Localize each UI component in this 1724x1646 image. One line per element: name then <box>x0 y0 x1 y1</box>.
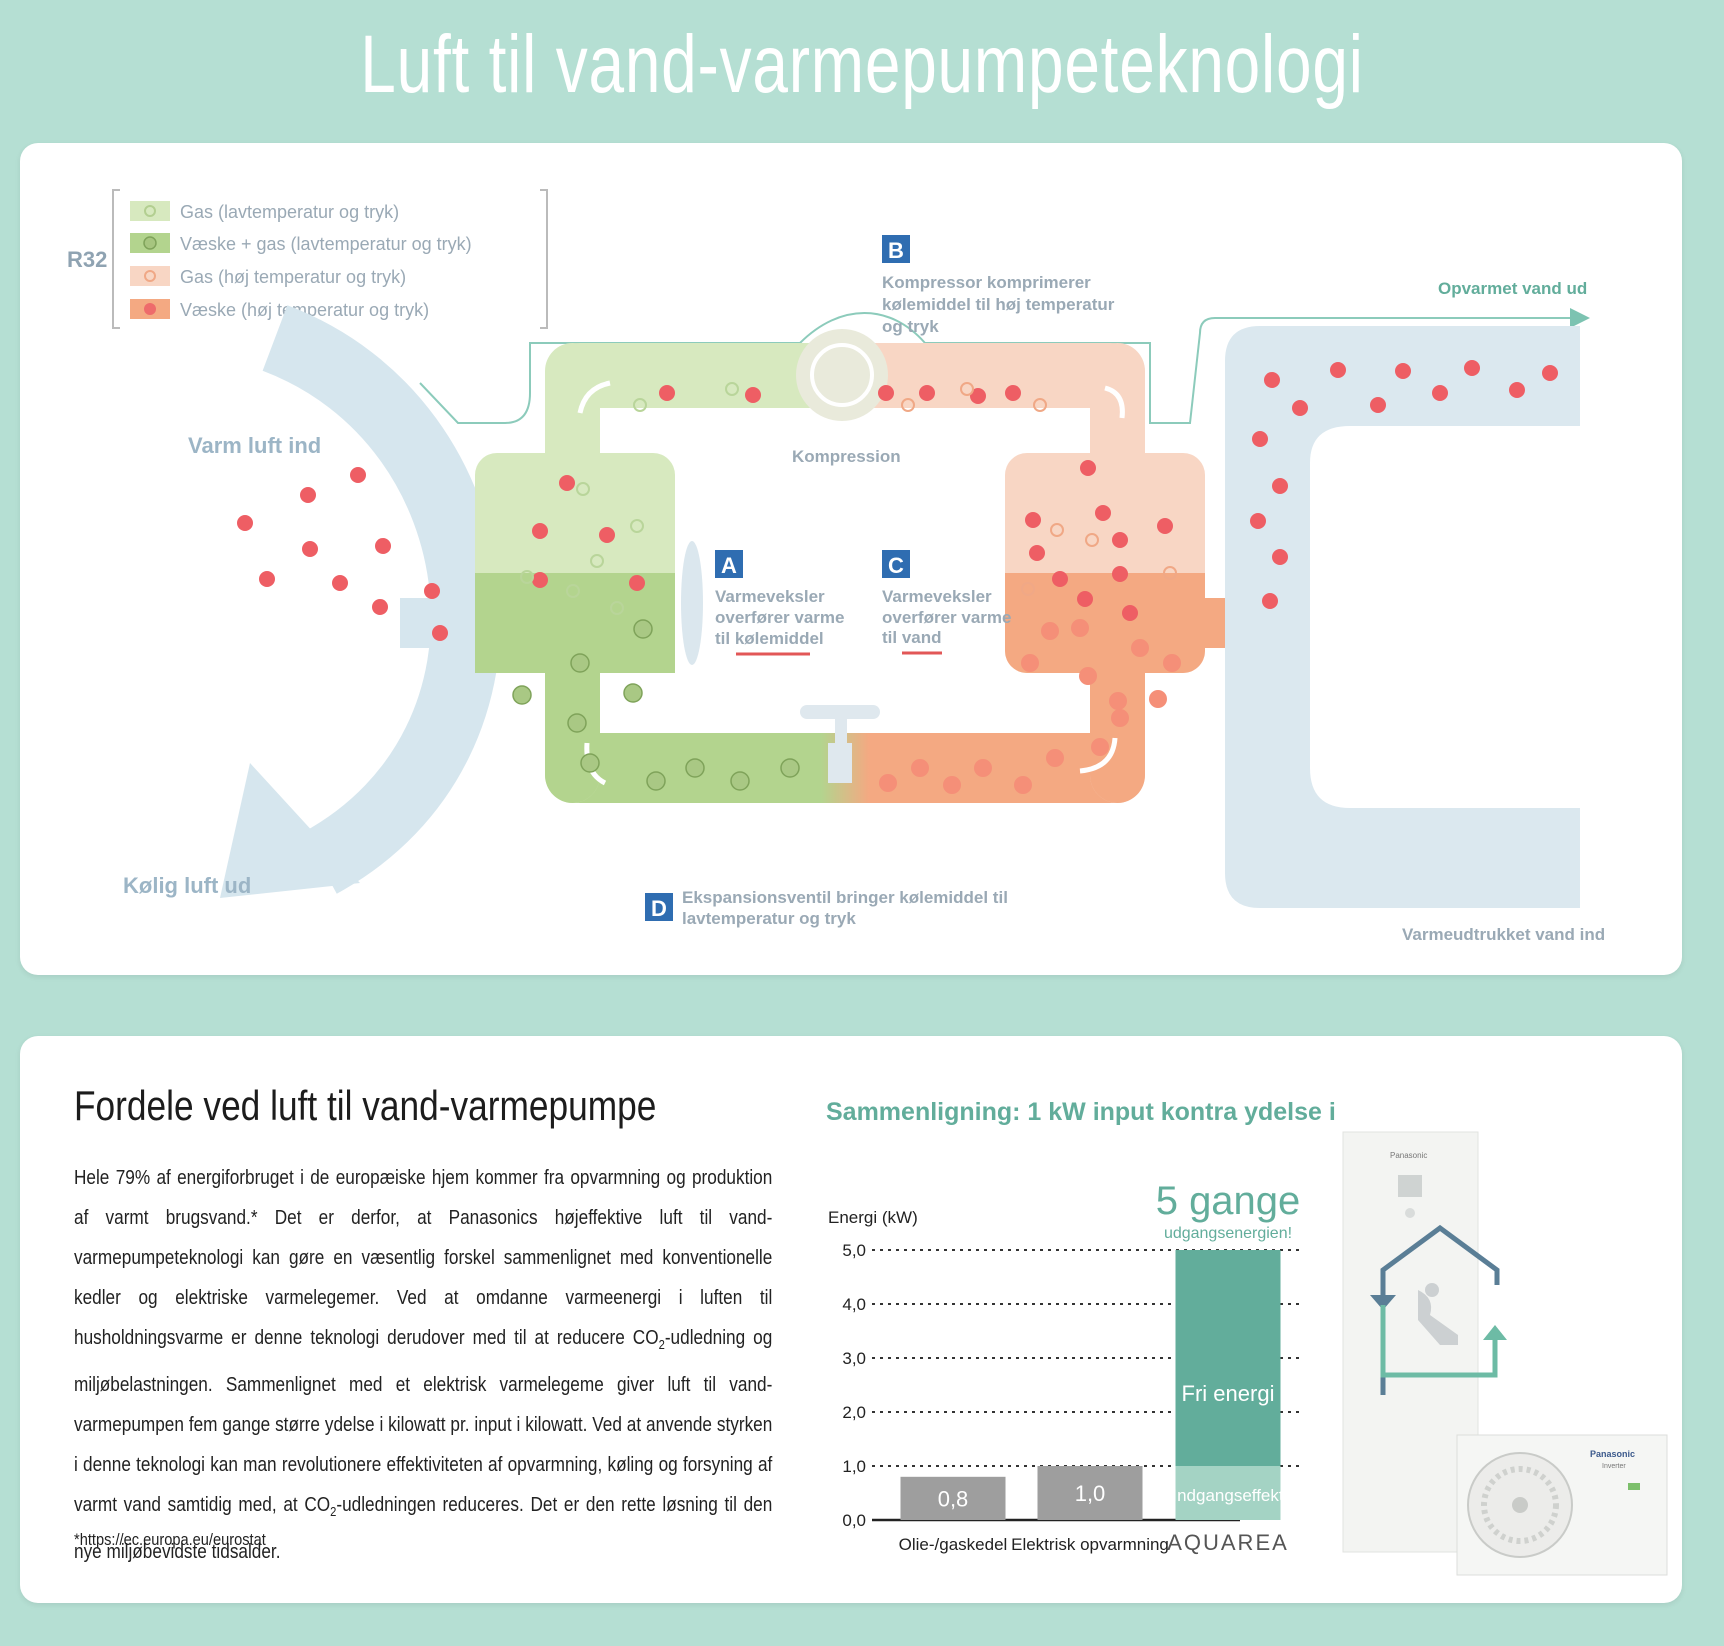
flow-line <box>1149 308 1590 424</box>
y-tick-label: 0,0 <box>842 1511 866 1530</box>
armchair-icon <box>1418 1290 1458 1345</box>
category-label: Olie-/gaskedel <box>899 1535 1008 1554</box>
air-in-label: Varm luft ind <box>188 433 321 458</box>
compression-label: Kompression <box>792 447 901 466</box>
water-loop: Opvarmet vand ud Varmeudtrukket vand ind <box>1225 279 1605 944</box>
body-text-part: -udledningen reduceres. Det er den rette… <box>74 1494 773 1563</box>
y-ticks: 0,0 1,0 2,0 3,0 4,0 5,0 <box>842 1241 866 1530</box>
category-label: AQUAREA <box>1167 1530 1289 1555</box>
outdoor-sub: Inverter <box>1602 1463 1626 1470</box>
free-energy-label: Fri energi <box>1182 1381 1275 1406</box>
body-text-part: Hele 79% af energiforbruget i de europæi… <box>74 1167 773 1349</box>
category-label: Elektrisk opvarmning <box>1011 1535 1169 1554</box>
step-c-line: overfører varme <box>882 608 1011 627</box>
step-d-letter: D <box>651 896 667 921</box>
y-tick-label: 4,0 <box>842 1295 866 1314</box>
input-label: Indgangseffekt <box>1172 1486 1283 1505</box>
step-b-line: kølemiddel til høj temperatur <box>882 295 1115 314</box>
bar-free-energy <box>1175 1250 1281 1466</box>
step-a-line: Varmeveksler <box>715 587 825 606</box>
legend-item: Væske + gas (lavtemperatur og tryk) <box>180 234 472 254</box>
annotation-small: udgangsenergien! <box>1164 1225 1292 1242</box>
bar-value-label: 0,8 <box>938 1486 969 1511</box>
step-d-line: Ekspansionsventil bringer kølemiddel til <box>682 888 1008 907</box>
footnote: *https://ec.europa.eu/eurostat <box>74 1530 266 1549</box>
bar-input <box>1175 1466 1281 1520</box>
y-tick-label: 3,0 <box>842 1349 866 1368</box>
step-b-line: Kompressor komprimerer <box>882 273 1091 292</box>
indoor-brand: Panasonic <box>1390 1151 1427 1160</box>
flow-line <box>419 312 1151 424</box>
y-axis-label: Energi (kW) <box>828 1208 918 1227</box>
body-text-part: -udledning og miljøbelastningen. Sammenl… <box>74 1327 773 1516</box>
step-a-letter: A <box>721 553 737 578</box>
air-out-label: Kølig luft ud <box>123 873 251 898</box>
water-in-label: Varmeudtrukket vand ind <box>1402 925 1605 944</box>
step-c-line: til vand <box>882 628 942 647</box>
step-b-letter: B <box>888 238 904 263</box>
annotation-big: 5 gange <box>1156 1179 1301 1223</box>
diagram-panel: R32 Gas (lavtemperatur og tryk) Væske + … <box>20 143 1682 975</box>
bar <box>1037 1466 1143 1520</box>
legend-refrigerant: R32 <box>67 247 107 272</box>
step-d-line: lavtemperatur og tryk <box>682 909 856 928</box>
benefits-heading: Fordele ved luft til vand-varmepumpe <box>74 1082 657 1129</box>
step-c: C Varmeveksler overfører varme til vand <box>882 550 1011 655</box>
step-c-line: Varmeveksler <box>882 587 992 606</box>
benefits-body: Hele 79% af energiforbruget i de europæi… <box>74 1158 772 1572</box>
step-b: B Kompressor komprimerer kølemiddel til … <box>882 235 1115 336</box>
step-d: D Ekspansionsventil bringer kølemiddel t… <box>645 888 1008 928</box>
chart-title: Sammenligning: 1 kW input kontra ydelse … <box>826 1098 1340 1126</box>
y-tick-label: 5,0 <box>842 1241 866 1260</box>
legend-item: Gas (høj temperatur og tryk) <box>180 267 406 287</box>
page-title: Luft til vand-varmepumpeteknologi <box>360 19 1364 110</box>
step-a-line: til kølemiddel <box>715 629 824 648</box>
outdoor-brand: Panasonic <box>1590 1449 1635 1459</box>
co2-subscript: 2 <box>658 1337 665 1352</box>
legend: R32 Gas (lavtemperatur og tryk) Væske + … <box>67 189 548 329</box>
comparison-chart: Sammenligning: 1 kW input kontra ydelse … <box>826 1098 1340 1555</box>
y-tick-label: 2,0 <box>842 1403 866 1422</box>
bar <box>900 1476 1006 1520</box>
legend-item: Væske (høj temperatur og tryk) <box>180 300 429 320</box>
legend-item: Gas (lavtemperatur og tryk) <box>180 202 399 222</box>
heat-pump-diagram: R32 Gas (lavtemperatur og tryk) Væske + … <box>67 189 1605 944</box>
particles <box>512 382 1181 794</box>
air-flow: Varm luft ind Kølig luft ud <box>123 305 530 898</box>
co2-subscript: 2 <box>330 1504 337 1519</box>
bar-value-label: 1,0 <box>1075 1481 1106 1506</box>
water-out-label: Opvarmet vand ud <box>1438 279 1587 298</box>
step-a: A Varmeveksler overfører varme til kølem… <box>715 550 844 656</box>
step-c-letter: C <box>888 553 904 578</box>
step-b-line: og tryk <box>882 317 939 336</box>
y-tick-label: 1,0 <box>842 1457 866 1476</box>
product-image: Panasonic Panasonic Inverter <box>1342 1131 1668 1576</box>
step-a-line: overfører varme <box>715 608 844 627</box>
